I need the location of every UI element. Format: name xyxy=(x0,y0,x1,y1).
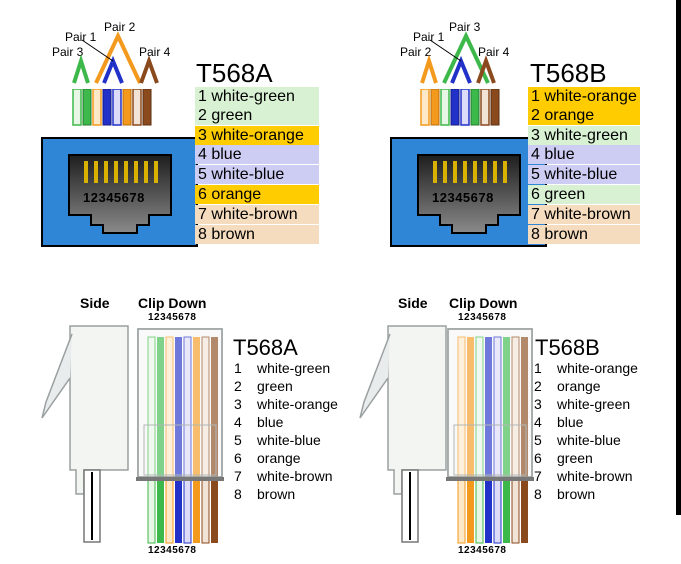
jack-body-a: 12345678 xyxy=(41,137,198,247)
pair-2-arc xyxy=(420,54,438,84)
pair-4-label: Pair 4 xyxy=(478,45,510,59)
pin-row-label: 3 white-orange xyxy=(198,127,304,144)
pair-4-arc xyxy=(139,55,159,84)
pair-3-arc xyxy=(72,54,90,84)
pin-row-3: 3 white-green xyxy=(528,126,640,145)
pair-3-label: Pair 3 xyxy=(52,45,84,59)
pin-row-label: 7 white-brown xyxy=(531,206,631,223)
pin-row-5: 5 white-blue xyxy=(195,165,319,184)
pin-row-label: 4 blue xyxy=(198,146,242,163)
pair-3-arc xyxy=(442,31,490,84)
pair-arcs-a xyxy=(72,31,159,84)
pin-row-label: 6 green xyxy=(531,186,586,203)
pin-row-label: 3 white-green xyxy=(531,127,628,144)
pin-row-8: 8 brown xyxy=(195,225,319,244)
title-t568b-top: T568B xyxy=(530,58,607,88)
pair-1-label: Pair 1 xyxy=(65,30,97,44)
pin-row-6: 6 orange xyxy=(195,185,319,204)
pair-2-label: Pair 2 xyxy=(400,45,432,59)
title-t568a-bottom: T568A xyxy=(233,335,298,360)
pair-1-label: Pair 1 xyxy=(413,30,445,44)
pair-2-arc xyxy=(94,31,142,84)
pin-row-label: 7 white-brown xyxy=(198,206,298,223)
side-label: Side xyxy=(398,295,428,311)
pin-row-7: 7 white-brown xyxy=(528,205,640,224)
pair-3-label: Pair 3 xyxy=(449,20,481,34)
plug-front-view xyxy=(136,328,224,544)
pin-row-label: 5 white-blue xyxy=(198,166,285,183)
pin-row-1: 1 white-orange xyxy=(528,87,640,106)
pin-row-label: 8 brown xyxy=(531,226,588,243)
pair-2-label: Pair 2 xyxy=(104,20,136,34)
pair-4-arc xyxy=(476,55,496,84)
pin-row-1: 1 white-green xyxy=(195,87,319,106)
clip-down-label: Clip Down xyxy=(138,295,207,311)
pin-row-4: 4 blue xyxy=(528,145,640,164)
title-t568b-bottom: T568B xyxy=(535,335,600,360)
pin-row-6: 6 green xyxy=(528,185,640,204)
clip-down-label: Clip Down xyxy=(449,295,518,311)
jack-pin-numbers-b: 12345678 xyxy=(432,190,494,205)
plug-pin-numbers-bottom: 12345678 xyxy=(458,545,507,556)
pin-row-7: 7 white-brown xyxy=(195,205,319,224)
plug-pin-numbers-bottom: 12345678 xyxy=(148,545,197,556)
pin-row-5: 5 white-blue xyxy=(528,165,640,184)
pin-row-label: 2 orange xyxy=(531,107,595,124)
plug-side-view xyxy=(41,325,129,543)
side-label: Side xyxy=(80,295,110,311)
plug-side-view xyxy=(359,325,447,543)
pin-row-label: 2 green xyxy=(198,107,253,124)
jack-body-b: 12345678 xyxy=(390,137,547,247)
pin-row-label: 1 white-orange xyxy=(531,88,637,105)
right-border xyxy=(676,0,681,515)
wire-stubs-a xyxy=(72,89,152,126)
pin-row-label: 5 white-blue xyxy=(531,166,618,183)
pair-4-label: Pair 4 xyxy=(139,45,171,59)
pair-arcs-b xyxy=(420,31,496,84)
pin-row-2: 2 orange xyxy=(528,106,640,125)
pin-row-label: 1 white-green xyxy=(198,88,295,105)
pin-row-3: 3 white-orange xyxy=(195,126,319,145)
plug-pin-numbers-top: 12345678 xyxy=(148,312,197,323)
jack-socket-a xyxy=(68,154,172,234)
pin-row-label: 6 orange xyxy=(198,186,262,203)
plug-front-view xyxy=(446,328,534,544)
title-t568a-top: T568A xyxy=(196,58,273,88)
jack-pin-numbers-a: 12345678 xyxy=(83,190,145,205)
pin-row-8: 8 brown xyxy=(528,225,640,244)
wire-stubs-b xyxy=(420,89,500,126)
pin-row-label: 4 blue xyxy=(531,146,575,163)
pin-row-2: 2 green xyxy=(195,106,319,125)
pin-row-4: 4 blue xyxy=(195,145,319,164)
plug-pin-numbers-top: 12345678 xyxy=(458,312,507,323)
jack-socket-b xyxy=(417,154,521,234)
pin-row-label: 8 brown xyxy=(198,226,255,243)
